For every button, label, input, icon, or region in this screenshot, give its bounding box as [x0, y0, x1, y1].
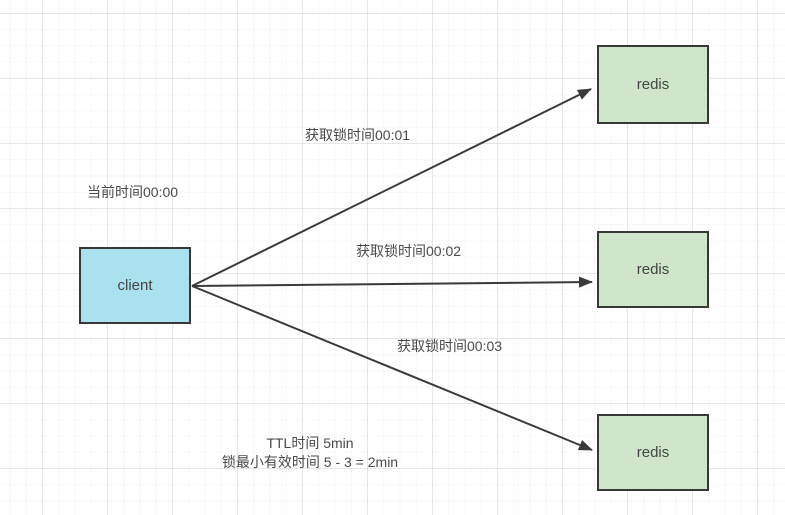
annotation-current-time[interactable]: 当前时间00:00	[87, 184, 179, 200]
node-client-label: client	[117, 277, 153, 294]
arrow-client-to-redis-middle[interactable]	[191, 276, 593, 288]
node-redis-middle[interactable]: redis	[597, 231, 709, 308]
annotation-lock-time-2[interactable]: 获取锁时间00:02	[356, 243, 462, 259]
node-redis-bottom-label: redis	[636, 444, 670, 461]
node-client[interactable]: client	[79, 247, 191, 324]
annotation-ttl-line-2: 锁最小有效时间 5 - 3 = 2min	[221, 454, 399, 470]
annotation-ttl-line-1: TTL时间 5min	[266, 435, 354, 451]
arrow-client-to-redis-bottom[interactable]	[191, 285, 593, 451]
node-redis-top-label: redis	[636, 76, 670, 93]
annotation-lock-time-3[interactable]: 获取锁时间00:03	[397, 338, 503, 354]
arrow-client-to-redis-top[interactable]	[191, 88, 592, 287]
node-redis-top[interactable]: redis	[597, 45, 709, 124]
annotation-lock-time-1[interactable]: 获取锁时间00:01	[305, 127, 411, 143]
annotation-ttl[interactable]: TTL时间 5min 锁最小有效时间 5 - 3 = 2min	[205, 434, 415, 472]
node-redis-bottom[interactable]: redis	[597, 414, 709, 491]
node-redis-middle-label: redis	[636, 261, 670, 278]
